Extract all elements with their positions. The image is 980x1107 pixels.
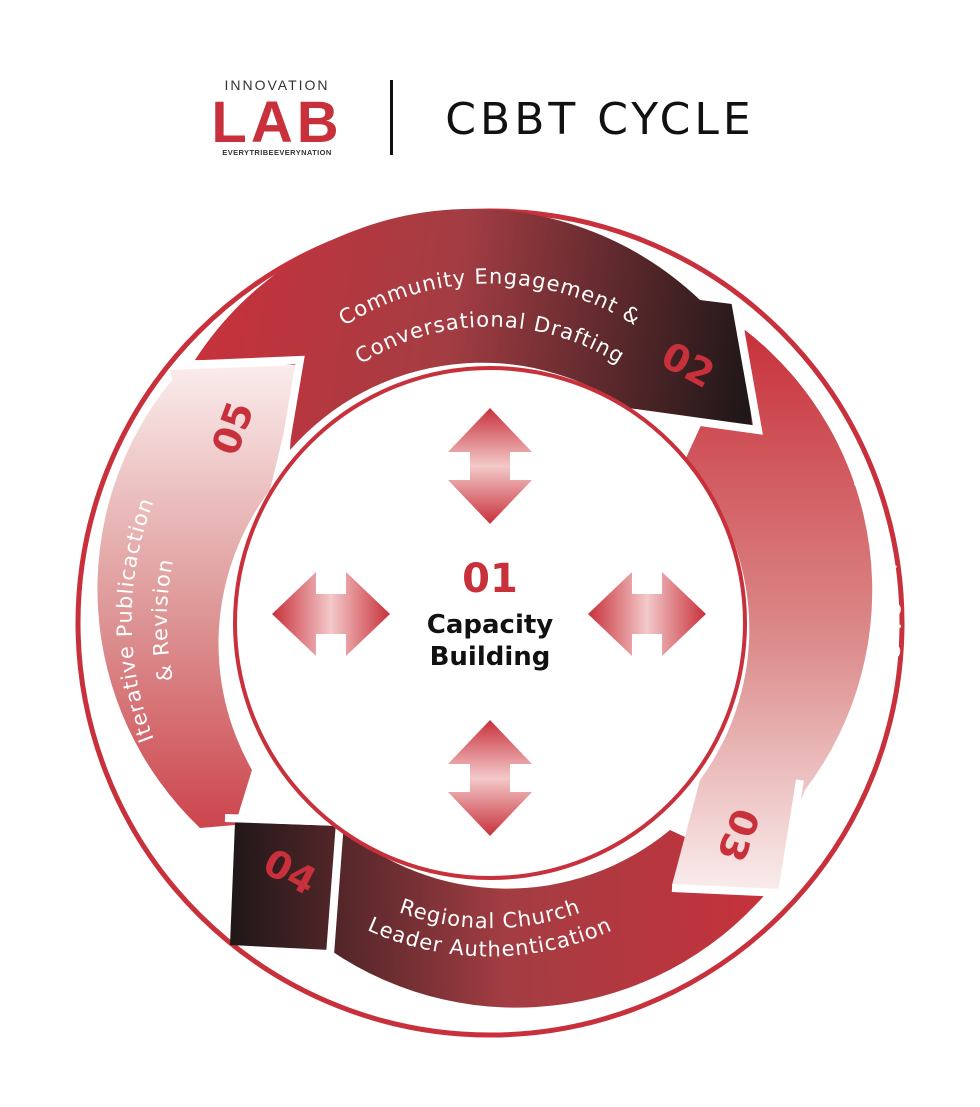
- center-label-line2: Building: [430, 642, 551, 672]
- stage-02-arc: [195, 208, 752, 450]
- center-number: 01: [462, 556, 518, 602]
- double-arrow-right-icon: [588, 572, 706, 656]
- logo-tagline-text: EVERYTRIBEEVERYNATION: [222, 148, 331, 157]
- inner-arrows: [272, 408, 706, 836]
- innovation-lab-logo: INNOVATION LAB EVERYTRIBEEVERYNATION: [211, 77, 342, 157]
- center-stage: 01 Capacity Building: [427, 556, 554, 672]
- page-title: CBBT CYCLE: [445, 94, 754, 145]
- center-label-line1: Capacity: [427, 610, 554, 640]
- stage-05-arc: [97, 365, 300, 828]
- inner-circle: [233, 366, 747, 880]
- header: INNOVATION LAB EVERYTRIBEEVERYNATION CBB…: [211, 77, 754, 157]
- logo-top-text: INNOVATION: [224, 77, 329, 93]
- double-arrow-bottom-icon: [448, 720, 532, 836]
- double-arrow-left-icon: [272, 572, 390, 656]
- header-divider: [390, 80, 393, 155]
- stage-04-arc: [230, 822, 777, 1008]
- logo-main-text: LAB: [211, 90, 342, 155]
- double-arrow-top-icon: [448, 408, 532, 524]
- stage-03-arc: [672, 330, 873, 890]
